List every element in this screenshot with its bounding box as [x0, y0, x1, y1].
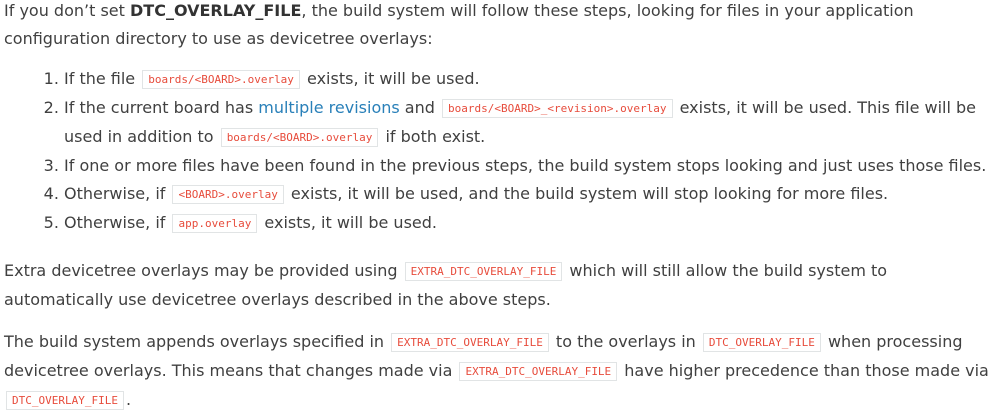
extra-code: EXTRA_DTC_OVERLAY_FILE — [404, 262, 563, 281]
intro-text-start: If you don’t set — [4, 1, 130, 20]
intro-paragraph: If you don’t set DTC_OVERLAY_FILE, the b… — [4, 0, 996, 53]
step-2: If the current board has multiple revisi… — [64, 94, 1000, 152]
append-code-dtc-2: DTC_OVERLAY_FILE — [6, 391, 124, 410]
step-4: Otherwise, if <BOARD>.overlay exists, it… — [64, 180, 1000, 209]
append-text-2: to the overlays in — [550, 332, 701, 351]
step-5: Otherwise, if app.overlay exists, it wil… — [64, 209, 1000, 238]
intro-setting-name: DTC_OVERLAY_FILE — [130, 1, 302, 20]
step-5-text-end: exists, it will be used. — [259, 213, 437, 232]
append-paragraph: The build system appends overlays specif… — [4, 328, 996, 415]
append-text: The build system appends overlays specif… — [4, 332, 390, 351]
step-4-text-end: exists, it will be used, and the build s… — [285, 184, 889, 203]
step-2-code-revision: boards/<BOARD>_<revision>.overlay — [441, 99, 673, 118]
extra-overlays-paragraph: Extra devicetree overlays may be provide… — [4, 257, 996, 314]
step-2-text-mid: and — [399, 98, 440, 117]
step-5-text: Otherwise, if — [64, 213, 171, 232]
append-code-dtc: DTC_OVERLAY_FILE — [702, 333, 821, 352]
step-2-text-end: if both exist. — [380, 127, 486, 146]
append-text-end: . — [125, 390, 132, 409]
step-1-text-end: exists, it will be used. — [301, 69, 480, 88]
step-3: If one or more files have been found in … — [64, 152, 1000, 180]
multiple-revisions-link[interactable]: multiple revisions — [258, 98, 400, 117]
extra-text: Extra devicetree overlays may be provide… — [4, 261, 403, 280]
step-4-code: <BOARD>.overlay — [172, 185, 284, 204]
overlay-steps-list: If the file boards/<BOARD>.overlay exist… — [4, 65, 1000, 238]
step-2-code-board: boards/<BOARD>.overlay — [220, 128, 379, 147]
append-text-3: when processing devicetree overlays. Thi… — [4, 332, 963, 380]
extra-text-end: which will still allow the build system … — [4, 261, 888, 309]
step-1-text: If the file — [64, 69, 141, 88]
step-1: If the file boards/<BOARD>.overlay exist… — [64, 65, 1000, 94]
append-code-extra: EXTRA_DTC_OVERLAY_FILE — [391, 333, 549, 352]
append-text-4: have higher precedence than those made v… — [619, 361, 989, 380]
step-2-text-mid2: exists, it will be used. This file will … — [64, 98, 976, 146]
step-5-code: app.overlay — [172, 214, 258, 233]
intro-text-end: , the build system will follow these ste… — [4, 1, 914, 48]
step-3-text: If one or more files have been found in … — [64, 156, 987, 175]
append-code-extra-2: EXTRA_DTC_OVERLAY_FILE — [459, 362, 618, 381]
step-1-code: boards/<BOARD>.overlay — [142, 70, 300, 89]
step-2-text: If the current board has — [64, 98, 259, 117]
step-4-text: Otherwise, if — [64, 184, 171, 203]
